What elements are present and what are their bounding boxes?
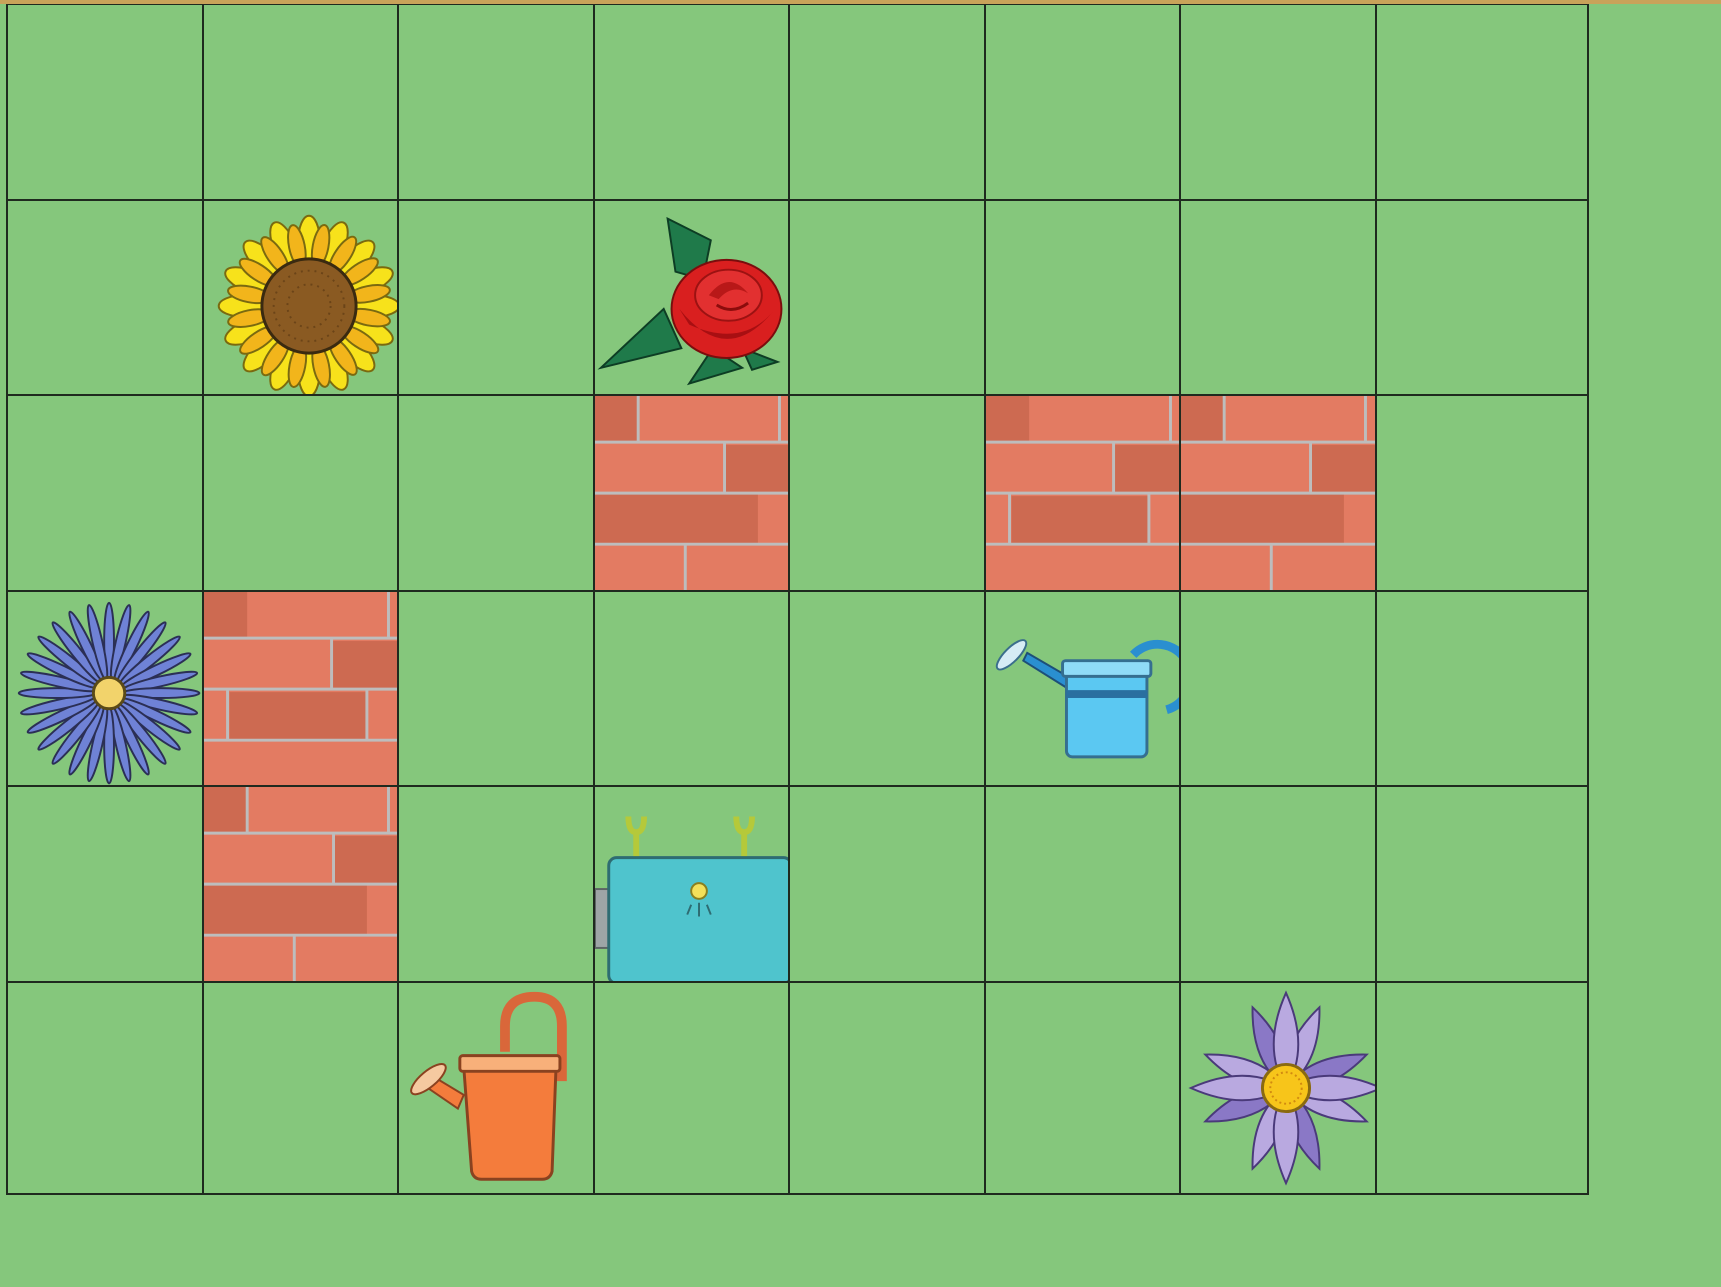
grid-cell-r6-c1[interactable] (6, 981, 220, 1195)
grid-cell-r4-c4[interactable] (593, 590, 807, 804)
grid-cell-r5-c8[interactable] (1375, 785, 1589, 999)
grid-cell-r3-c2[interactable] (202, 394, 416, 608)
grid-cell-r1-c7[interactable] (1179, 3, 1393, 217)
grid-cell-r6-c8[interactable] (1375, 981, 1589, 1195)
grid-cell-r5-c5[interactable] (788, 785, 1002, 999)
grid-cell-r2-c4[interactable] (593, 199, 807, 413)
grid-cell-r6-c3[interactable] (397, 981, 611, 1195)
grid-cell-r1-c6[interactable] (984, 3, 1198, 217)
grid-cell-r2-c7[interactable] (1179, 199, 1393, 413)
grid-cell-r1-c5[interactable] (788, 3, 1002, 217)
grid-cell-r5-c7[interactable] (1179, 785, 1393, 999)
grid-cell-r6-c7[interactable] (1179, 981, 1393, 1195)
grid-cell-r1-c3[interactable] (397, 3, 611, 217)
grid-cell-r4-c8[interactable] (1375, 590, 1589, 804)
grid-cell-r5-c6[interactable] (984, 785, 1198, 999)
grid-cell-r1-c1[interactable] (6, 3, 220, 217)
grid-cell-r6-c4[interactable] (593, 981, 807, 1195)
grid-cell-r4-c3[interactable] (397, 590, 611, 804)
grid-cell-r4-c7[interactable] (1179, 590, 1393, 804)
grid-cell-r2-c3[interactable] (397, 199, 611, 413)
grid-cell-r2-c8[interactable] (1375, 199, 1589, 413)
grid-cell-r1-c2[interactable] (202, 3, 416, 217)
grid-cell-r4-c6[interactable] (984, 590, 1198, 804)
grid-cell-r3-c4[interactable] (593, 394, 807, 608)
grid-cell-r3-c6[interactable] (984, 394, 1198, 608)
grid-cell-r6-c5[interactable] (788, 981, 1002, 1195)
grid-cell-r3-c1[interactable] (6, 394, 220, 608)
grid-cell-r5-c2[interactable] (202, 785, 416, 999)
grid-cell-r2-c5[interactable] (788, 199, 1002, 413)
grid-cell-r5-c1[interactable] (6, 785, 220, 999)
grid-cell-r2-c1[interactable] (6, 199, 220, 413)
grid-cell-r4-c1[interactable] (6, 590, 220, 804)
grid-cell-r2-c2[interactable] (202, 199, 416, 413)
grid-cell-r1-c4[interactable] (593, 3, 807, 217)
grid-cell-r4-c5[interactable] (788, 590, 1002, 804)
grid-cell-r5-c3[interactable] (397, 785, 611, 999)
grid-cell-r3-c3[interactable] (397, 394, 611, 608)
grid-cell-r6-c6[interactable] (984, 981, 1198, 1195)
grid-cell-r3-c5[interactable] (788, 394, 1002, 608)
grid-cell-r5-c4[interactable] (593, 785, 807, 999)
grid-cell-r1-c8[interactable] (1375, 3, 1589, 217)
grid-cell-r6-c2[interactable] (202, 981, 416, 1195)
grid-cell-r3-c7[interactable] (1179, 394, 1393, 608)
grid-cell-r3-c8[interactable] (1375, 394, 1589, 608)
grid-cell-r4-c2[interactable] (202, 590, 416, 804)
grid-cell-r2-c6[interactable] (984, 199, 1198, 413)
